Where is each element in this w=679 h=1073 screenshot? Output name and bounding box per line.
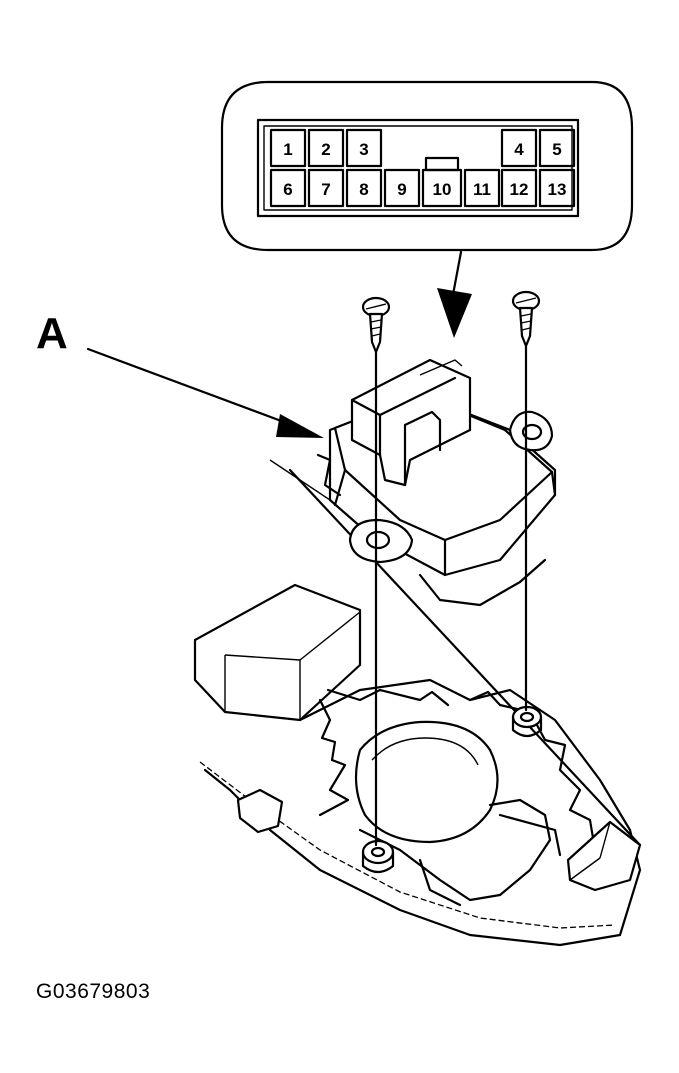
connector-pointer-arrow <box>437 250 472 338</box>
pin-cell-5 <box>538 128 576 168</box>
pin-label: 7 <box>321 180 330 199</box>
pin-cell-1 <box>269 128 307 168</box>
pin-cell-11 <box>463 168 501 208</box>
pin-label: 6 <box>283 180 292 199</box>
screw-right <box>511 290 541 348</box>
pin-cell-4 <box>500 128 538 168</box>
pin-cell-13 <box>538 168 576 208</box>
pin-label: 5 <box>552 140 561 159</box>
pin-cell-3 <box>345 128 383 168</box>
pin-label: 12 <box>510 180 529 199</box>
connector-lock-tab <box>424 156 460 172</box>
screw-alignment-lines <box>374 344 528 847</box>
figure-id: G03679803 <box>36 980 151 1003</box>
callout-a-arrow <box>86 347 324 438</box>
pin-label: 2 <box>321 140 330 159</box>
pin-cell-8 <box>345 168 383 208</box>
pin-label: 8 <box>359 180 368 199</box>
pin-cell-12 <box>500 168 538 208</box>
pin-label: 9 <box>397 180 406 199</box>
blower-resistor-unit <box>316 358 557 607</box>
heater-housing <box>193 459 642 947</box>
pin-label: 3 <box>359 140 368 159</box>
connector-face: 1 2 3 4 5 6 7 8 9 10 11 12 13 <box>256 118 580 218</box>
connector-callout-bubble <box>220 80 634 252</box>
pin-cell-7 <box>307 168 345 208</box>
pin-label: 1 <box>283 140 292 159</box>
pin-label: 11 <box>473 180 491 199</box>
pin-label: 10 <box>433 180 452 199</box>
pin-cell-9 <box>383 168 421 208</box>
pin-cell-6 <box>269 168 307 208</box>
screw-left <box>361 296 391 354</box>
pin-label: 13 <box>548 180 567 199</box>
callout-label-a: A <box>36 309 68 358</box>
pin-label: 4 <box>514 140 524 159</box>
pin-cell-2 <box>307 128 345 168</box>
